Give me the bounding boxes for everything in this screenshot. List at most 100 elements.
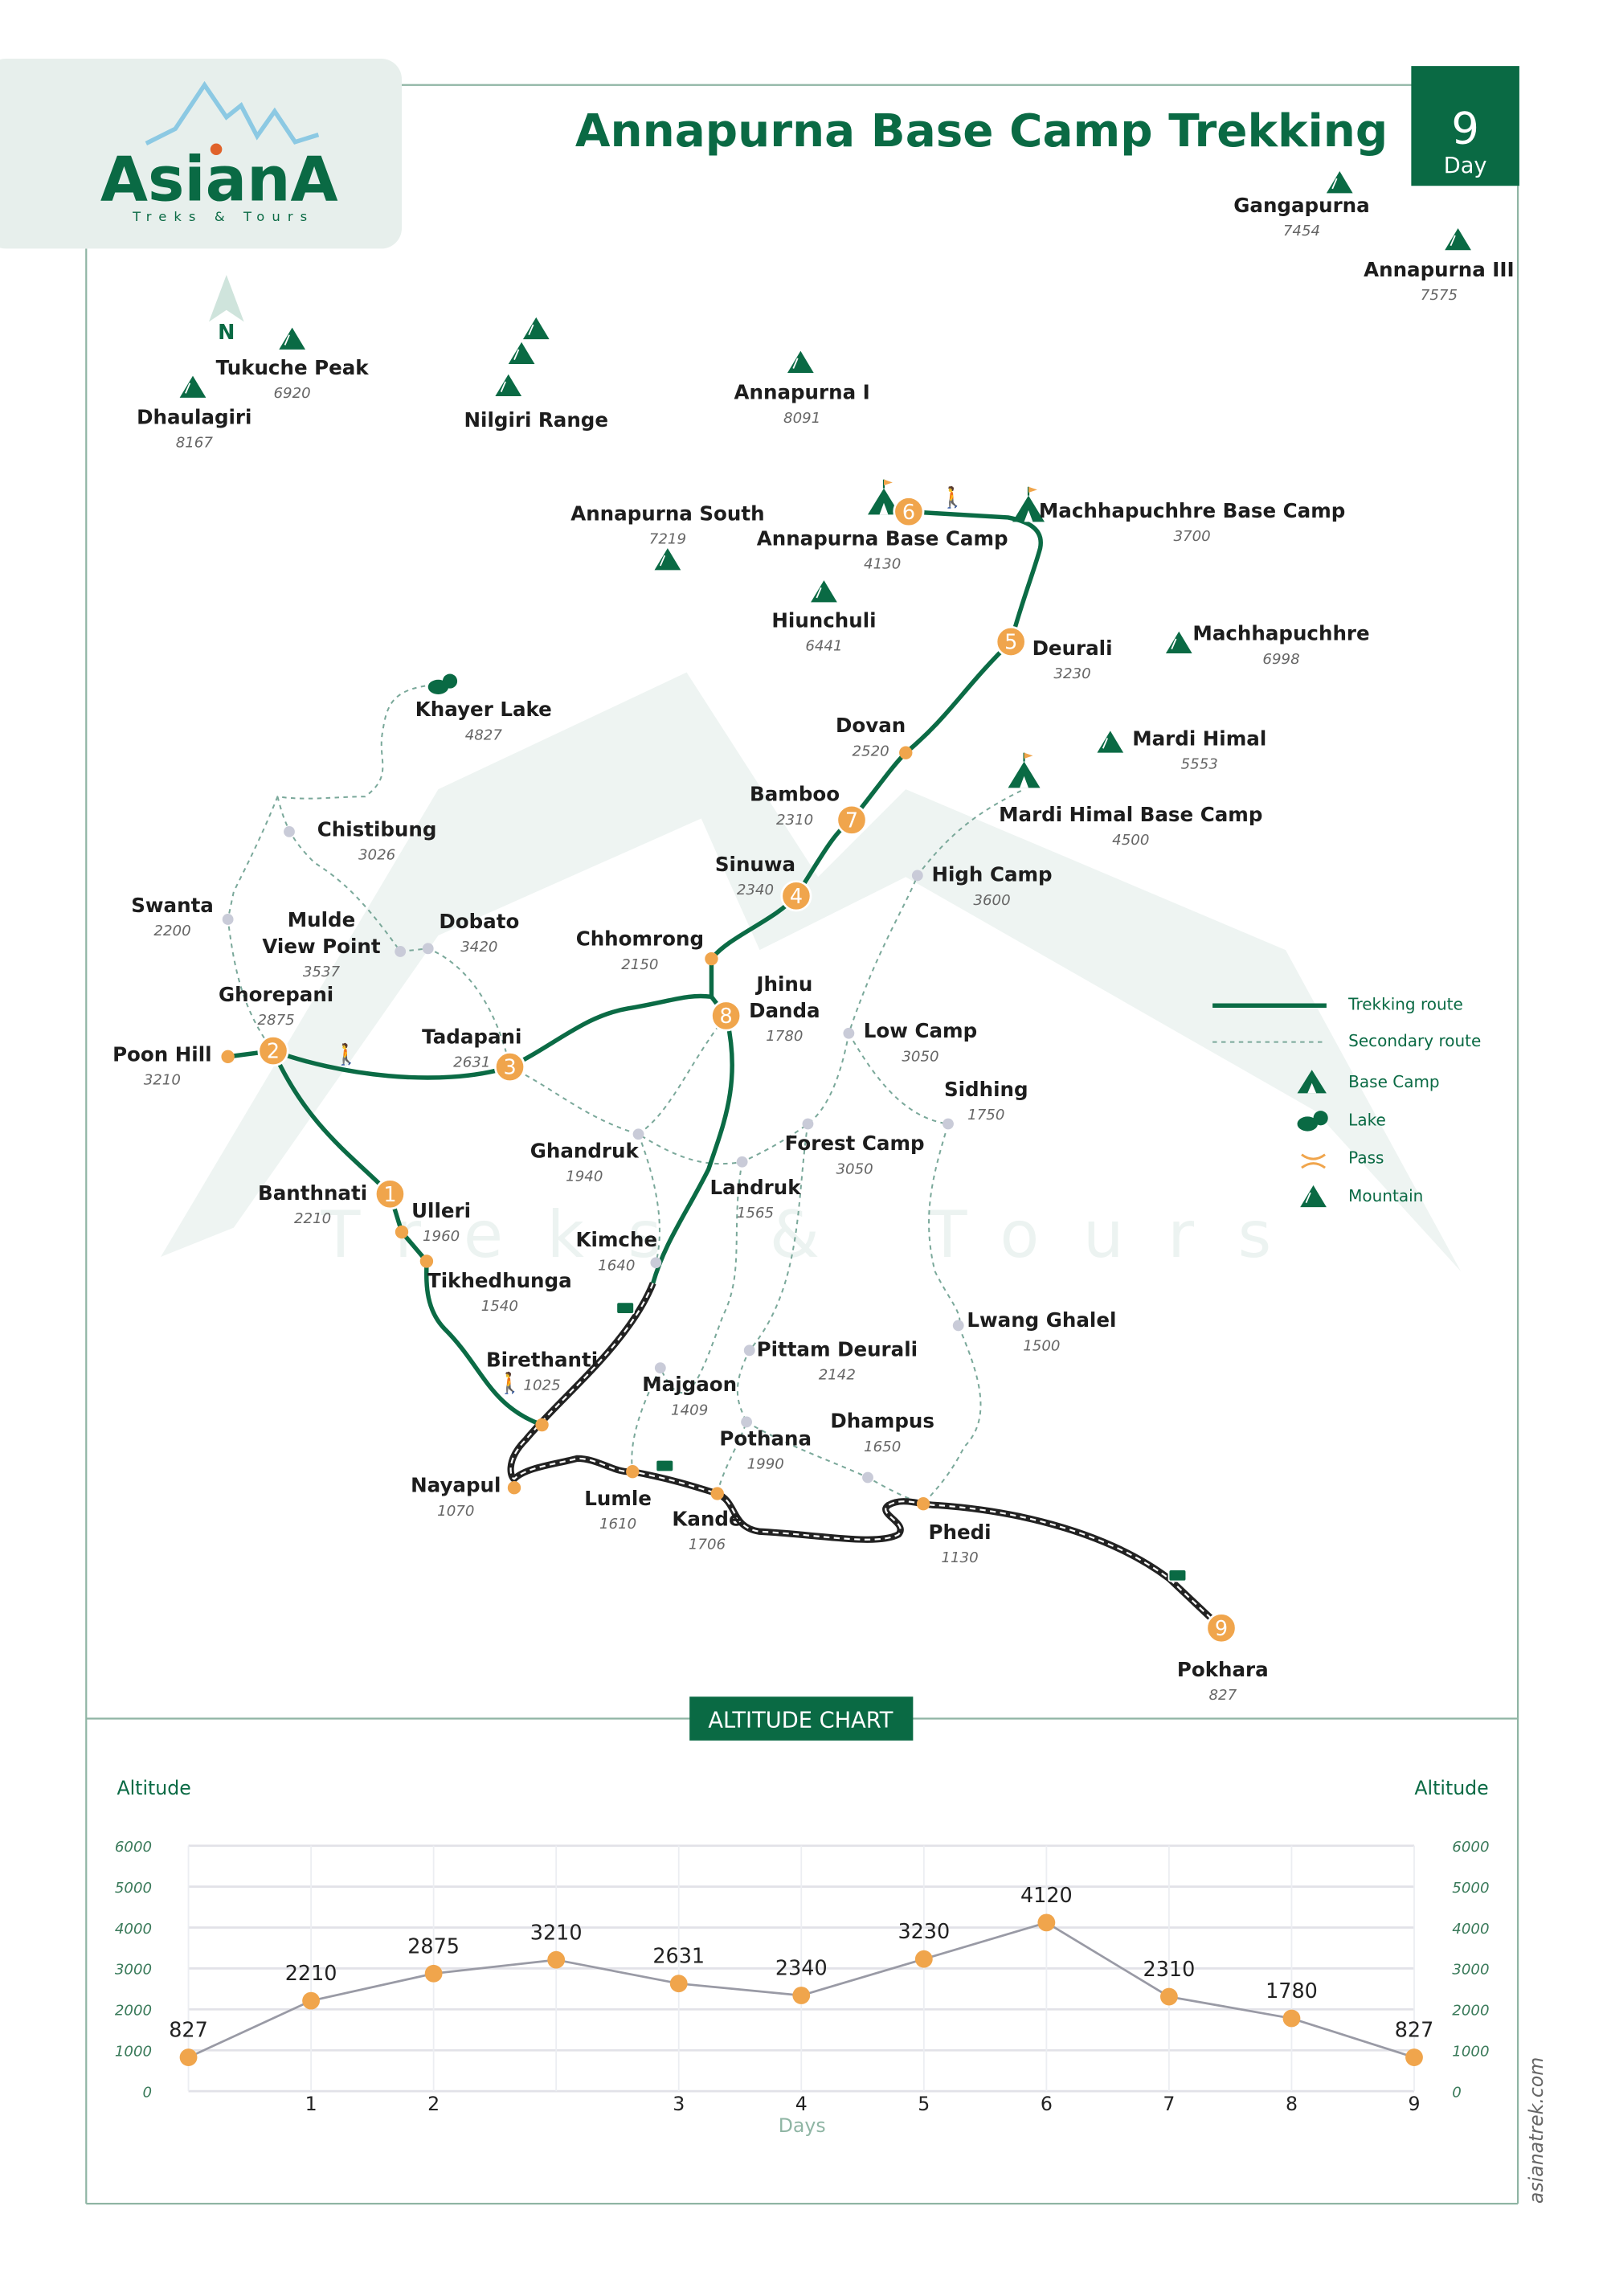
data-point: [1282, 2009, 1301, 2028]
data-label: 2340: [775, 1957, 828, 1981]
day-number: 3: [503, 1056, 516, 1080]
place-sinuwa: 4 Sinuwa 2340: [715, 853, 812, 912]
place-altitude: 1650: [864, 1439, 901, 1455]
y-tick-left: 3000: [115, 1962, 152, 1979]
place-altitude: 2340: [737, 882, 774, 898]
place-name: Forest Camp: [785, 1132, 925, 1155]
village-dot: [710, 1487, 724, 1500]
bus-icon: [1167, 1569, 1188, 1582]
mountain-name: Annapurna South: [570, 502, 764, 526]
lake-icon: [1297, 1111, 1328, 1132]
y-tick-left: 2000: [115, 2003, 152, 2020]
place-name: Tadapani: [422, 1025, 521, 1049]
mountain-icon: [1300, 1185, 1327, 1208]
village-dot: [899, 746, 913, 759]
days-badge: 9 Day: [1411, 66, 1519, 186]
place-name: Lumle: [584, 1487, 652, 1510]
data-label: 4120: [1020, 1884, 1073, 1908]
mountain-icon: [495, 374, 522, 397]
village-dot: [743, 1344, 755, 1357]
place-forest-camp: Forest Camp 3050: [785, 1118, 925, 1177]
mountain-name: Hiunchuli: [771, 608, 876, 632]
place-altitude: 2631: [453, 1054, 490, 1071]
village-dot: [736, 1156, 748, 1168]
place-altitude: 1640: [598, 1257, 635, 1274]
village-dot: [284, 825, 295, 837]
village-dot: [802, 1118, 814, 1130]
place-altitude: 2875: [258, 1012, 295, 1029]
base-camp-name: Machhapuchhre Base Camp: [1039, 499, 1345, 522]
place-name: Sinuwa: [715, 853, 795, 876]
place-altitude: 1025: [523, 1377, 560, 1394]
y-tick-right: 5000: [1452, 1880, 1489, 1897]
place-birethanti: Birethanti 1025: [486, 1348, 598, 1432]
village-dot: [222, 914, 234, 925]
mountain-icon: [522, 317, 550, 340]
place-altitude: 1540: [481, 1298, 518, 1315]
place-altitude: 2200: [153, 923, 190, 939]
place-name: Ulleri: [411, 1199, 471, 1222]
place-name: Birethanti: [486, 1348, 598, 1371]
day-number: 9: [1215, 1617, 1228, 1641]
data-point: [914, 1950, 933, 1968]
day-stop-marker: 4: [780, 880, 812, 912]
days-label: Day: [1444, 153, 1487, 178]
place-name: High Camp: [931, 863, 1052, 886]
day-number: 7: [845, 808, 858, 833]
legend-label: Trekking route: [1347, 995, 1463, 1014]
page-title: Annapurna Base Camp Trekking: [575, 105, 1388, 158]
village-dot: [221, 1050, 235, 1064]
mountain-icon: [1097, 731, 1124, 753]
x-tick-label: 5: [918, 2093, 930, 2115]
y-tick-left: 6000: [115, 1839, 152, 1856]
place-altitude: 1780: [766, 1028, 803, 1045]
place-name: Dobato: [439, 910, 519, 933]
place-altitude: 3700: [1174, 528, 1211, 545]
data-label: 3230: [898, 1920, 950, 1944]
x-tick-label: 6: [1041, 2093, 1053, 2115]
data-point: [179, 2048, 198, 2066]
place-altitude: 4827: [465, 726, 503, 743]
mountain-icon: [1326, 171, 1353, 194]
data-point: [669, 1975, 688, 1993]
data-point: [302, 1991, 320, 2010]
village-dot: [650, 1257, 662, 1269]
day-number: 6: [902, 501, 915, 525]
road: [507, 1282, 1224, 1631]
base-camp-name: Mardi Himal Base Camp: [999, 803, 1262, 826]
day-number: 4: [790, 885, 803, 909]
place-altitude: 7454: [1283, 223, 1320, 239]
y-tick-right: 4000: [1452, 1921, 1489, 1938]
day-stop-marker: 7: [836, 804, 868, 836]
legend-label: Mountain: [1348, 1186, 1423, 1205]
place-name: Deurali: [1032, 636, 1113, 660]
bus-icon: [615, 1301, 635, 1315]
place-name: Dovan: [836, 714, 906, 737]
village-dot: [705, 952, 718, 966]
day-stop-marker: 5: [995, 625, 1027, 658]
base-camp-name: Annapurna Base Camp: [757, 527, 1008, 550]
place-altitude: 3050: [836, 1160, 873, 1177]
place-name: Ghorepani: [219, 983, 333, 1006]
x-tick-label: 7: [1163, 2093, 1175, 2115]
